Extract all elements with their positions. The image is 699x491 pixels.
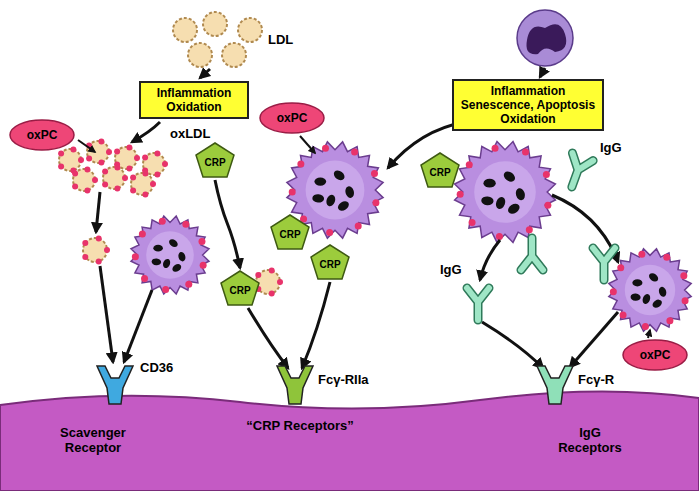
antibody-label: IgG [600,140,622,155]
cell-membrane [0,391,699,491]
igg-antibody [593,248,615,280]
apoptotic-cell [455,142,556,243]
connector-arrow [215,180,240,268]
particle-label: oxLDL [170,126,210,141]
oxldl-particle [86,139,112,166]
shape-text: CRP [429,167,450,178]
shape-text: CRP [319,259,340,270]
igg-antibody [467,288,489,320]
oxpc-oval: oxPC [622,339,688,371]
crp-pentagon: CRP [420,152,460,188]
particle-label: LDL [268,32,293,47]
igg-antibody [562,153,594,191]
crp-pentagon: CRP [195,142,235,178]
oxpc-oval: oxPC [259,102,325,134]
apoptotic-cell [131,216,209,294]
shape-text: CRP [229,285,250,296]
oxldl-particle [102,165,128,192]
arrows [78,68,650,368]
shape-text: oxPC [27,128,58,142]
crp-pentagon: CRP [220,270,260,306]
igg-antibody [521,238,543,270]
shape-text: CRP [279,229,300,240]
oxldl-particle [142,151,168,178]
ldl-particles [173,12,262,67]
oxldl-particle [72,167,98,194]
receptor-label: CD36 [140,360,173,375]
receptor-group-label: IgG Receptors [550,425,630,455]
box-text: Inflammation Senescence, Apoptosis Oxida… [461,84,595,126]
neutrophil [517,10,573,66]
oxldl-particle [255,268,283,297]
shape-text: oxPC [277,111,308,125]
crp-pentagon: CRP [270,214,310,250]
oxpc-oval: oxPC [9,119,75,151]
box-text: Inflammation Oxidation [157,86,232,114]
antibody-label: IgG [440,262,462,277]
receptor-group-label: Scavenger Receptor [38,425,148,455]
receptor-group-label: “CRP Receptors” [225,418,375,433]
process-box: Inflammation Senescence, Apoptosis Oxida… [452,79,604,131]
oxldl-particle [114,145,140,172]
process-box: Inflammation Oxidation [139,81,249,119]
igg-antibodies [467,153,615,320]
apoptotic-cell [609,249,691,331]
crp-pentagon: CRP [310,244,350,280]
shape-text: CRP [204,157,225,168]
shape-text: oxPC [640,348,671,362]
oxldl-particle [82,236,110,265]
receptor-label: Fcγ-R [578,372,614,387]
receptor-label: Fcγ-RIIa [318,372,369,387]
oxldl-particle [130,171,156,198]
